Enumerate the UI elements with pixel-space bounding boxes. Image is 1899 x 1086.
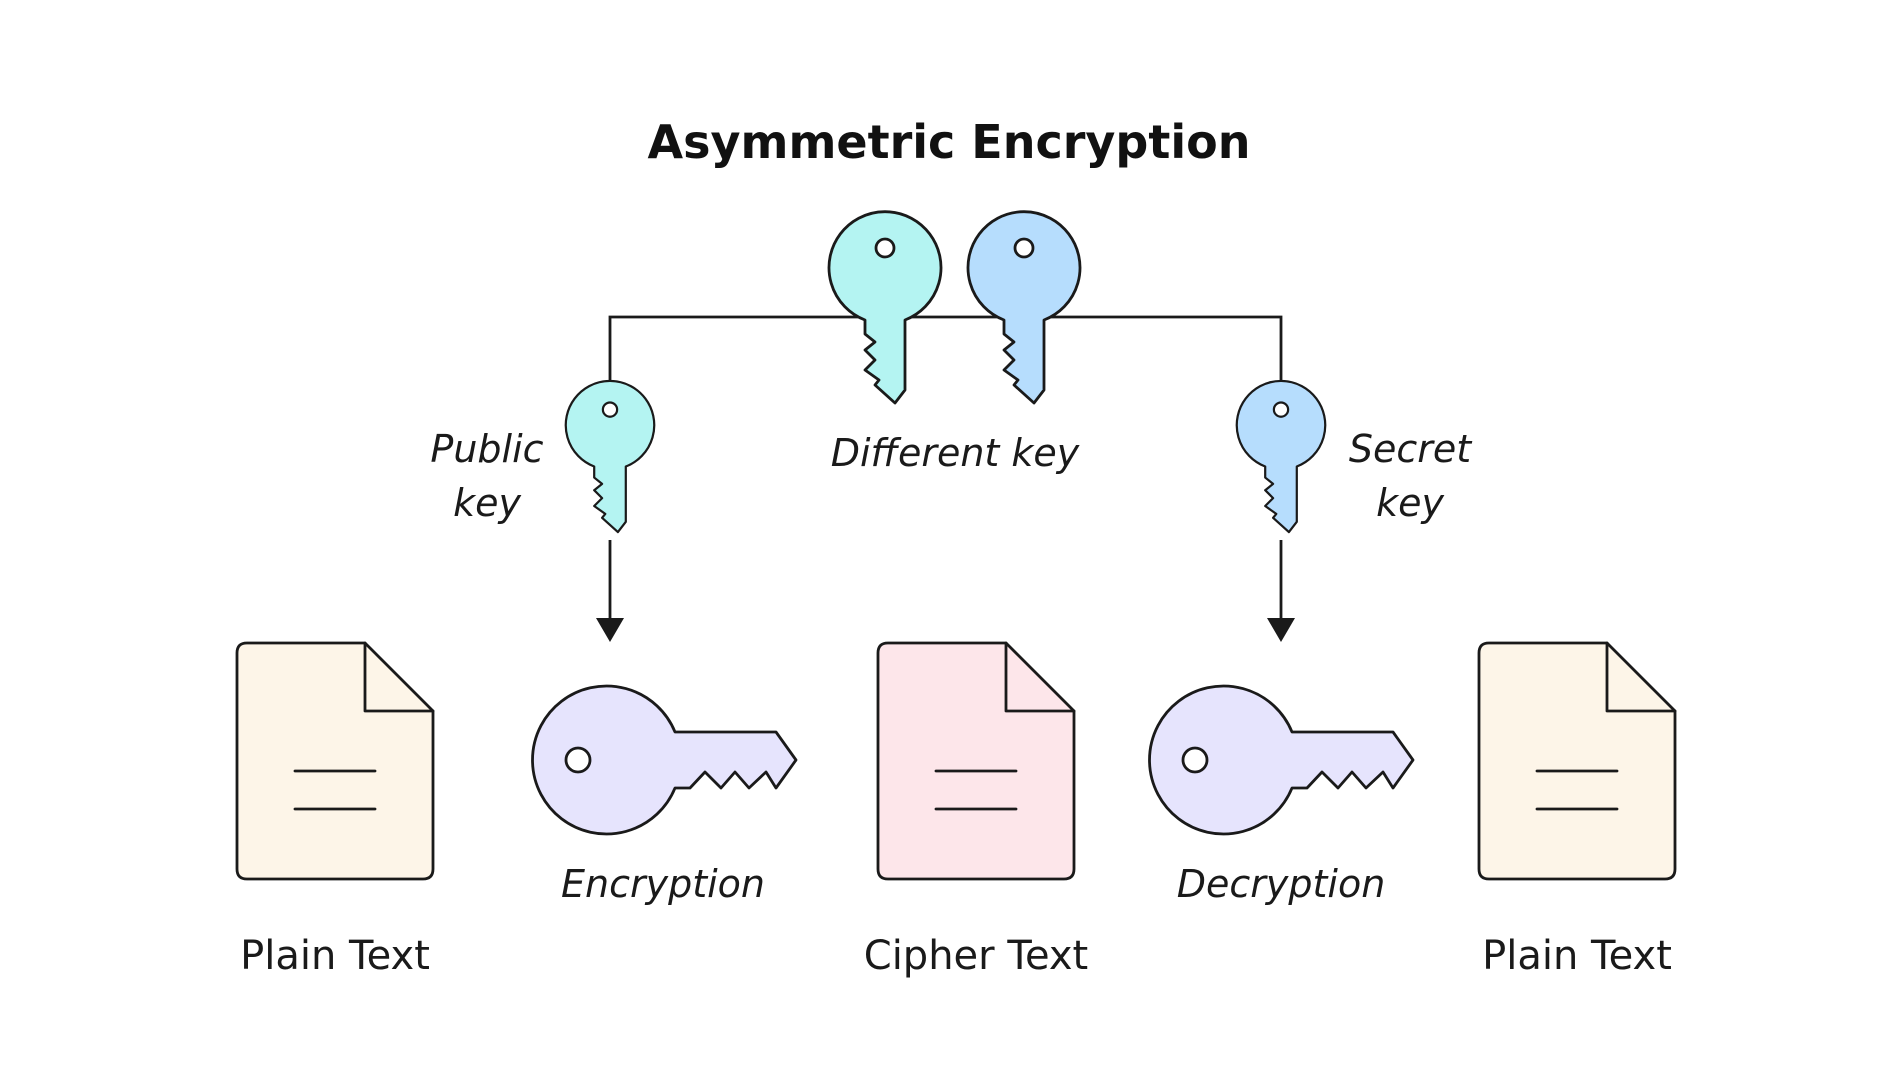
- public-key-label-line1: Public: [430, 427, 543, 471]
- encryption-key-icon: [531, 684, 798, 836]
- cipher-text-label: Cipher Text: [864, 933, 1088, 979]
- decryption-label: Decryption: [1177, 862, 1386, 906]
- cipher-text-document-icon: [876, 641, 1076, 881]
- plain-text-result-document-icon: [1477, 641, 1677, 881]
- secret-key-icon: [1235, 379, 1327, 534]
- different-key-secret-icon: [966, 210, 1082, 405]
- connector-left: [608, 315, 950, 388]
- page-title: Asymmetric Encryption: [648, 115, 1251, 169]
- plain-text-document-icon: [235, 641, 435, 881]
- secret-key-label-line2: key: [1376, 481, 1444, 525]
- plain-text-result-label: Plain Text: [1482, 933, 1672, 979]
- encryption-label: Encryption: [561, 862, 765, 906]
- public-key-icon: [564, 379, 656, 534]
- secret-key-label-line1: Secret: [1349, 427, 1473, 471]
- plain-text-label: Plain Text: [240, 933, 430, 979]
- arrowhead-right: [1267, 618, 1295, 642]
- different-key-public-icon: [827, 210, 943, 405]
- decryption-key-icon: [1148, 684, 1415, 836]
- different-key-label: Different key: [831, 431, 1080, 475]
- arrowhead-left: [596, 618, 624, 642]
- connector-right: [950, 315, 1283, 388]
- public-key-label-line2: key: [453, 481, 521, 525]
